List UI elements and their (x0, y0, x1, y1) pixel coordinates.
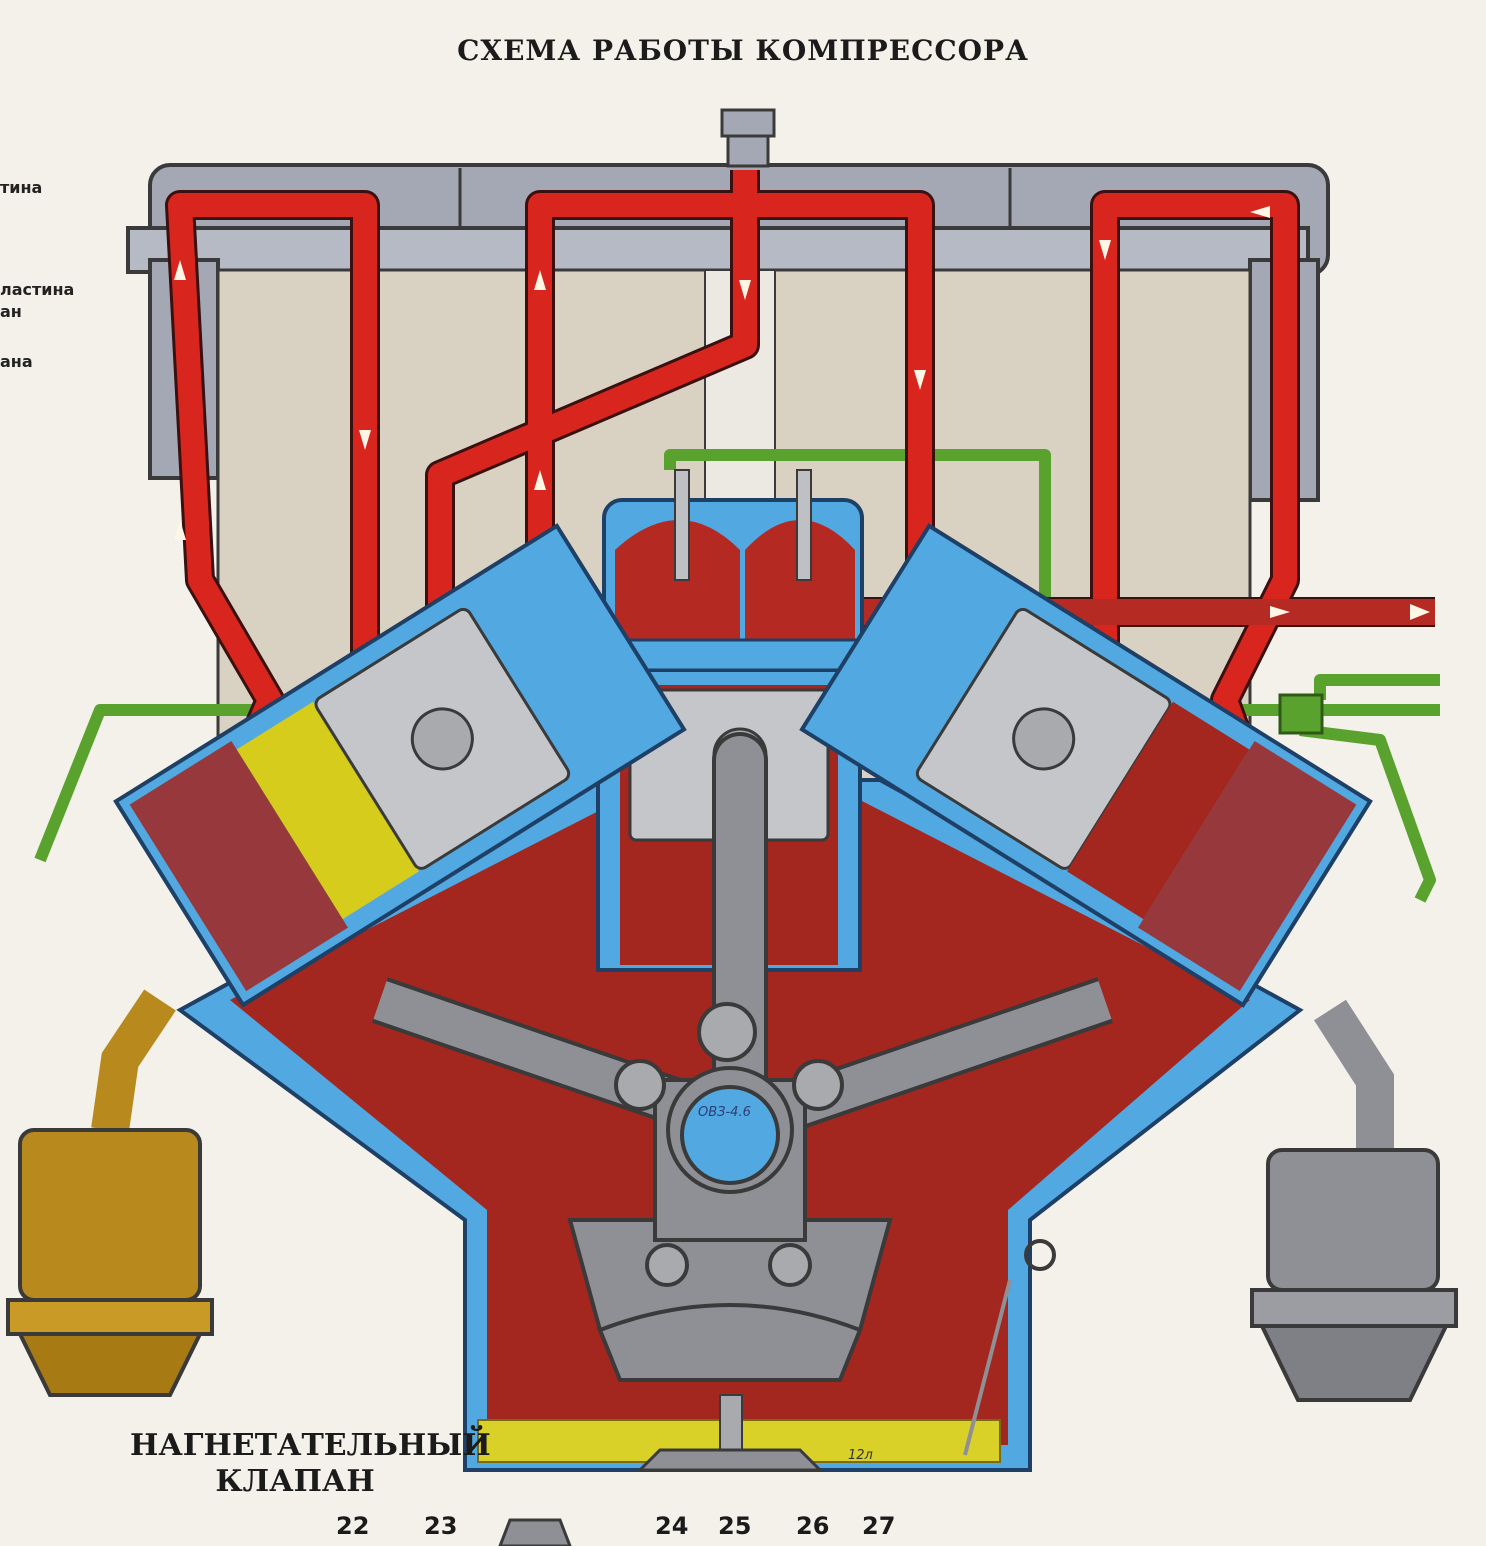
callout-26: 26 (796, 1512, 830, 1540)
sump-stamp: 12л (848, 1448, 873, 1463)
crank-assembly (372, 732, 1113, 1472)
oil-tee-right (1278, 693, 1324, 735)
valve-label-line2: КЛАПАН (215, 1464, 375, 1499)
crank-stamp: ОВЗ-4.6 (698, 1105, 751, 1120)
dipstick (963, 1279, 1012, 1456)
oil-filter-right (1250, 999, 1458, 1402)
callout-23: 23 (424, 1512, 458, 1540)
valve-label-line1: НАГНЕТАТЕЛЬНЫЙ (130, 1428, 491, 1463)
callout-27: 27 (862, 1512, 896, 1540)
crankshaft-bearing (680, 1085, 780, 1185)
right-cylinder (799, 523, 1373, 1008)
side-label-4: ана (0, 352, 33, 371)
callout-22: 22 (336, 1512, 370, 1540)
side-label-3: ан (0, 302, 22, 321)
valve-label: НАГНЕТАТЕЛЬНЫЙ КЛАПАН (130, 1428, 491, 1500)
callout-24: 24 (655, 1512, 689, 1540)
side-label-1: тина (0, 178, 43, 197)
left-cylinder (113, 523, 687, 1008)
callout-25: 25 (718, 1512, 752, 1540)
page-title: СХЕМА РАБОТЫ КОМПРЕССОРА (457, 34, 1029, 67)
partial-part (498, 1518, 572, 1546)
side-label-2: ластина (0, 280, 75, 299)
oil-filter-left (6, 989, 214, 1397)
